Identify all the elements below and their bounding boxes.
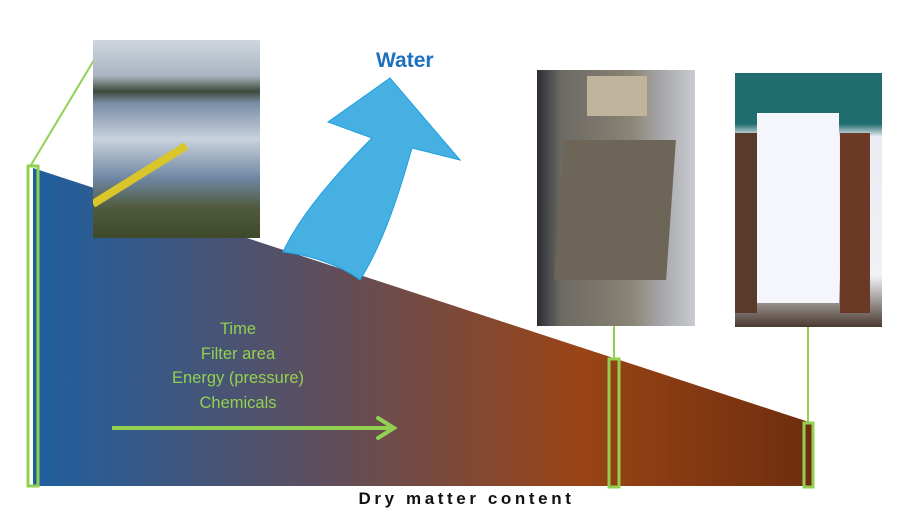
marker-box-bag	[802, 421, 815, 489]
factor-filter-area: Filter area	[200, 344, 276, 363]
axis-label: Dry matter content	[358, 489, 575, 508]
filter-bag-photo	[735, 73, 882, 327]
increase-arrow	[112, 416, 398, 440]
dewatering-wedge	[33, 168, 812, 486]
factor-energy: Energy (pressure)	[171, 369, 305, 387]
factor-chemicals: Chemicals	[199, 393, 277, 412]
marker-box-start	[26, 164, 40, 488]
connector-line-lake	[30, 54, 98, 166]
factor-time: Time	[219, 320, 257, 338]
water-arrow	[282, 77, 462, 281]
marker-box-press	[607, 357, 621, 489]
filter-press-photo	[537, 70, 695, 326]
water-label: Water	[376, 49, 434, 72]
lake-photo	[93, 40, 260, 238]
